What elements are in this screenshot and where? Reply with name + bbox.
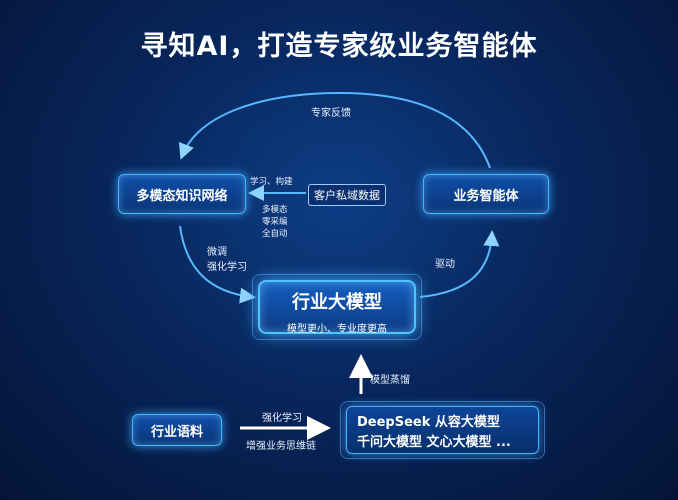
node-business-agent: 业务智能体 bbox=[423, 174, 549, 214]
edge-label-rl-bottom: 强化学习 bbox=[262, 413, 302, 424]
node-industry-corpus: 行业语料 bbox=[132, 414, 222, 446]
edge-label-fully-auto: 全自动 bbox=[262, 229, 288, 239]
node-knowledge-network-label: 多模态知识网络 bbox=[136, 188, 228, 204]
edge-label-distill: 模型蒸馏 bbox=[370, 375, 410, 386]
base-models-line-1: DeepSeek 从容大模型 bbox=[357, 415, 500, 430]
node-private-data: 客户私域数据 bbox=[308, 184, 386, 206]
node-private-data-label: 客户私域数据 bbox=[314, 189, 380, 202]
node-industry-model: 行业大模型 模型更小、专业度更高 bbox=[258, 280, 416, 335]
edge-label-enhance-reasoning: 增强业务思维链 bbox=[246, 441, 316, 452]
edge-label-finetune: 微调 bbox=[207, 247, 227, 258]
edge-label-expert-feedback: 专家反馈 bbox=[311, 108, 351, 119]
edge-label-drive: 驱动 bbox=[435, 259, 455, 270]
base-models-frame bbox=[340, 401, 545, 459]
edge-label-multimodal: 多模态 bbox=[262, 205, 288, 215]
node-industry-corpus-label: 行业语料 bbox=[150, 424, 203, 440]
node-base-models: DeepSeek 从容大模型 千问大模型 文心大模型 ... bbox=[346, 406, 539, 454]
base-models-line-2: 千问大模型 文心大模型 ... bbox=[357, 435, 511, 450]
edge-label-zero-annotation: 零采编 bbox=[262, 217, 288, 227]
node-industry-model-subtitle: 模型更小、专业度更高 bbox=[287, 324, 387, 335]
edge-label-learn-build: 学习、构建 bbox=[250, 177, 293, 187]
edge-label-reinforce: 强化学习 bbox=[207, 262, 247, 273]
page-title: 寻知AI，打造专家级业务智能体 bbox=[140, 31, 538, 62]
node-knowledge-network: 多模态知识网络 bbox=[118, 174, 246, 214]
node-industry-model-title: 行业大模型 bbox=[292, 292, 382, 313]
finetune-arrow bbox=[179, 225, 256, 304]
drive-arrow bbox=[419, 230, 500, 298]
node-business-agent-label: 业务智能体 bbox=[453, 188, 519, 204]
feedback-arrow bbox=[178, 91, 491, 169]
industry-model-frame bbox=[252, 274, 422, 340]
